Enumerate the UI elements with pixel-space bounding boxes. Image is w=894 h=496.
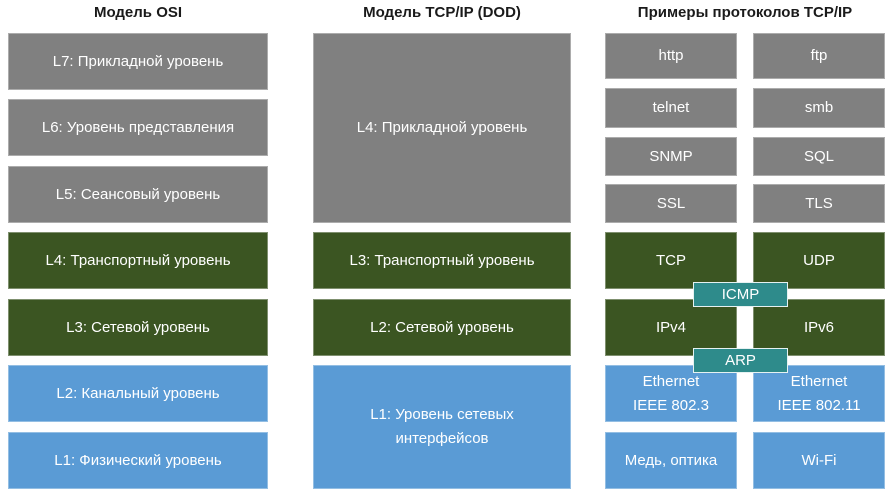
protocol-tls: TLS	[753, 184, 885, 223]
osi-layer-l5: L5: Сеансовый уровень	[8, 166, 268, 223]
protocol-sql: SQL	[753, 137, 885, 176]
protocol-telnet: telnet	[605, 88, 737, 128]
osi-layer-l7: L7: Прикладной уровень	[8, 33, 268, 90]
tcpip-layer-l3: L3: Транспортный уровень	[313, 232, 571, 289]
protocol-tcp: TCP	[605, 232, 737, 289]
protocol-icmp: ICMP	[693, 282, 788, 307]
medium-copper-optics: Медь, оптика	[605, 432, 737, 489]
osi-layer-l4: L4: Транспортный уровень	[8, 232, 268, 289]
tcpip-header: Модель TCP/IP (DOD)	[363, 4, 521, 21]
tcpip-layer-l2: L2: Сетевой уровень	[313, 299, 571, 356]
protocol-snmp: SNMP	[605, 137, 737, 176]
protocol-http: http	[605, 33, 737, 79]
osi-layer-l2: L2: Канальный уровень	[8, 365, 268, 422]
osi-layer-l1: L1: Физический уровень	[8, 432, 268, 489]
tcpip-layer-l1: L1: Уровень сетевых интерфейсов	[313, 365, 571, 489]
osi-layer-l3: L3: Сетевой уровень	[8, 299, 268, 356]
tcpip-layer-l4: L4: Прикладной уровень	[313, 33, 571, 223]
protocol-udp: UDP	[753, 232, 885, 289]
protocol-ssl: SSL	[605, 184, 737, 223]
examples-header: Примеры протоколов TCP/IP	[637, 4, 853, 21]
protocol-ftp: ftp	[753, 33, 885, 79]
protocol-ipv6: IPv6	[753, 299, 885, 356]
protocol-ethernet-802-11: Ethernet IEEE 802.11	[753, 365, 885, 422]
protocol-arp: ARP	[693, 348, 788, 373]
osi-layer-l6: L6: Уровень представления	[8, 99, 268, 156]
protocol-smb: smb	[753, 88, 885, 128]
medium-wifi: Wi-Fi	[753, 432, 885, 489]
protocol-ethernet-802-3: Ethernet IEEE 802.3	[605, 365, 737, 422]
protocol-ipv4: IPv4	[605, 299, 737, 356]
osi-header: Модель OSI	[93, 4, 183, 21]
